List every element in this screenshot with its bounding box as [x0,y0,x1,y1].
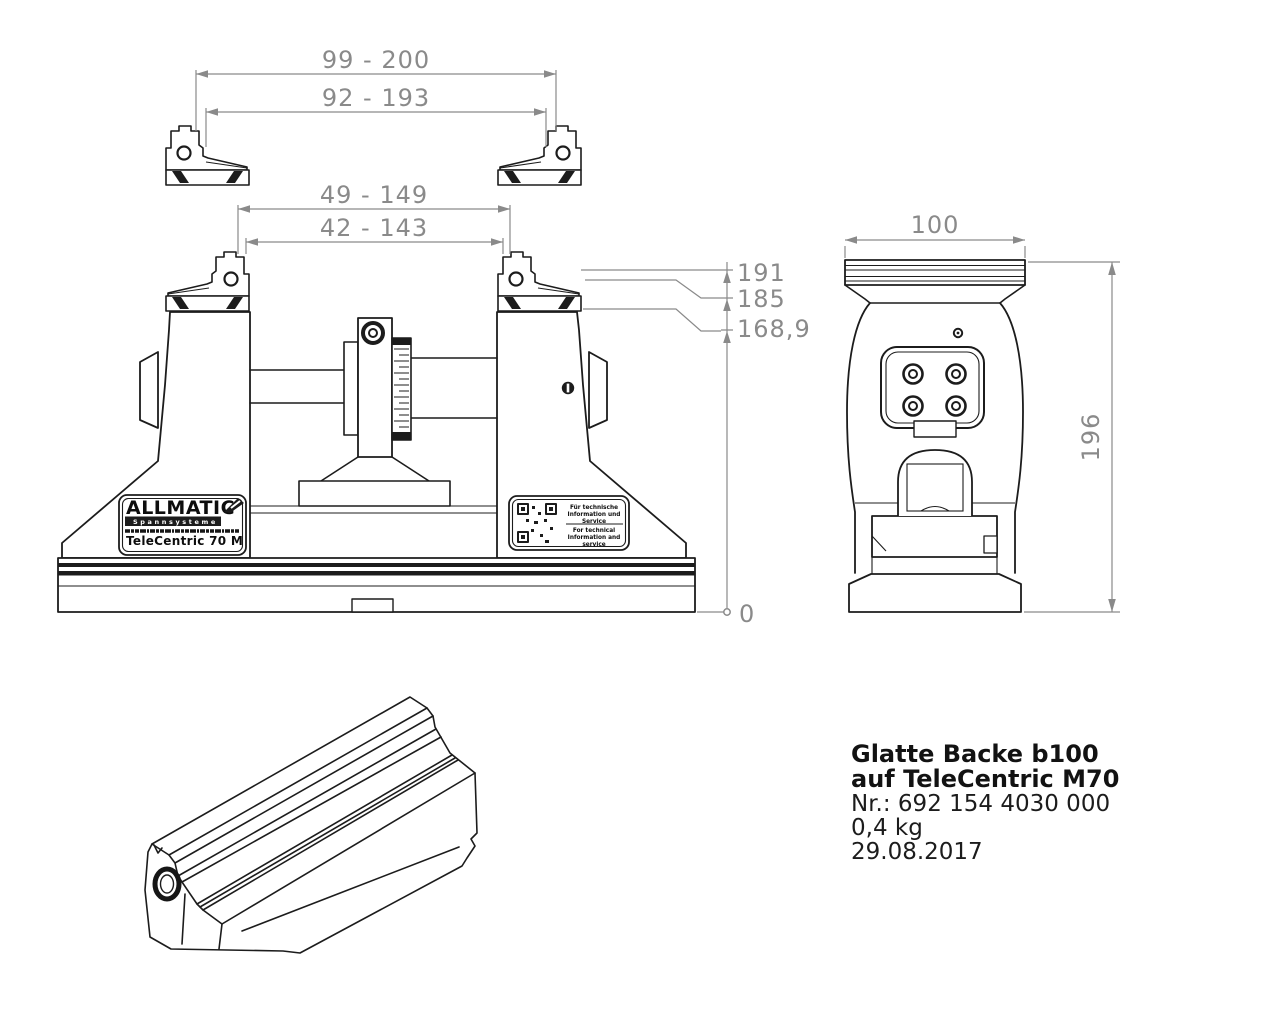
service-text-en-2: Information and [568,535,621,541]
body-hole [952,327,964,339]
height-label-185: 185 [737,285,786,313]
bolt-pad [880,346,985,429]
guide-arch [897,449,973,516]
jaw-mount-hole [152,866,182,902]
part-info-block: Glatte Backe b100 auf TeleCentric M70 Nr… [851,740,1119,865]
svg-text:92 - 193: 92 - 193 [322,84,430,112]
front-view: ALLMATIC Spannsysteme TeleCentric 70 M [57,46,811,628]
qr-code-icon [517,503,557,543]
service-text-de-1: Für technische [570,505,618,511]
dimension-outer-top: 99 - 200 [195,46,557,131]
svg-text:49 - 149: 49 - 149 [320,181,428,209]
mounted-jaw-left [164,250,251,313]
part-title-line1: Glatte Backe b100 [851,740,1099,768]
service-badge: Für technische Information und Service F… [508,495,630,551]
pad-bolt [945,363,967,385]
lower-tab [913,420,957,438]
pad-bolt [902,363,924,385]
part-date: 29.08.2017 [851,839,983,865]
mounted-jaw-right [496,250,583,313]
part-order-number: Nr.: 692 154 4030 000 [851,791,1110,817]
svg-text:42 - 143: 42 - 143 [320,214,428,242]
service-text-en-1: For technical [573,528,615,534]
side-base [848,573,1022,613]
side-view: 100 196 [844,211,1120,613]
service-text-de-2: Information und [568,512,621,518]
right-end-cap [588,351,608,429]
base-slab [57,557,696,613]
svg-text:99 - 200: 99 - 200 [322,46,430,74]
part-weight: 0,4 kg [851,815,923,841]
brand-badge: ALLMATIC Spannsysteme TeleCentric 70 M [118,494,247,556]
bed-rails [250,505,497,514]
body-right-edge [999,302,1024,574]
brand-model: TeleCentric 70 M [126,534,243,548]
svg-text:100: 100 [911,211,960,239]
top-bolt [361,321,385,345]
collar [343,341,359,436]
center-bearing [298,317,451,507]
body-left-edge [846,302,871,574]
brand-wordmark: ALLMATIC [126,497,235,519]
service-text-en-3: service [582,542,605,548]
dimension-inner-top: 92 - 193 [205,84,547,147]
floating-jaw-left [164,124,251,187]
spindle-shaft [249,357,498,419]
pad-bolt [945,395,967,417]
pedestal [298,480,451,507]
left-end-cap [139,351,159,429]
brand-subtitle: Spannsysteme [133,518,218,526]
svg-text:196: 196 [1077,413,1105,462]
part-title-line2: auf TeleCentric M70 [851,765,1119,793]
pen-icon [224,498,244,513]
floating-jaw-right [496,124,583,187]
pad-bolt [902,395,924,417]
clamp-nut [871,515,998,574]
isometric-jaw-view [144,696,478,954]
height-dimension-stack: 191 185 168,9 0 [581,259,811,628]
tower-screw-icon [561,381,575,395]
flange [844,284,1026,304]
height-label-168-9: 168,9 [737,315,811,343]
dimension-inner-mid: 42 - 143 [245,214,504,254]
service-text-de-3: Service [582,519,606,525]
height-label-0: 0 [739,600,755,628]
dimension-width-100: 100 [844,211,1026,258]
scale-ring [391,337,412,441]
dimension-outer-mid: 49 - 149 [237,181,511,254]
height-label-191: 191 [737,259,786,287]
dimension-height-196: 196 [1024,261,1120,613]
